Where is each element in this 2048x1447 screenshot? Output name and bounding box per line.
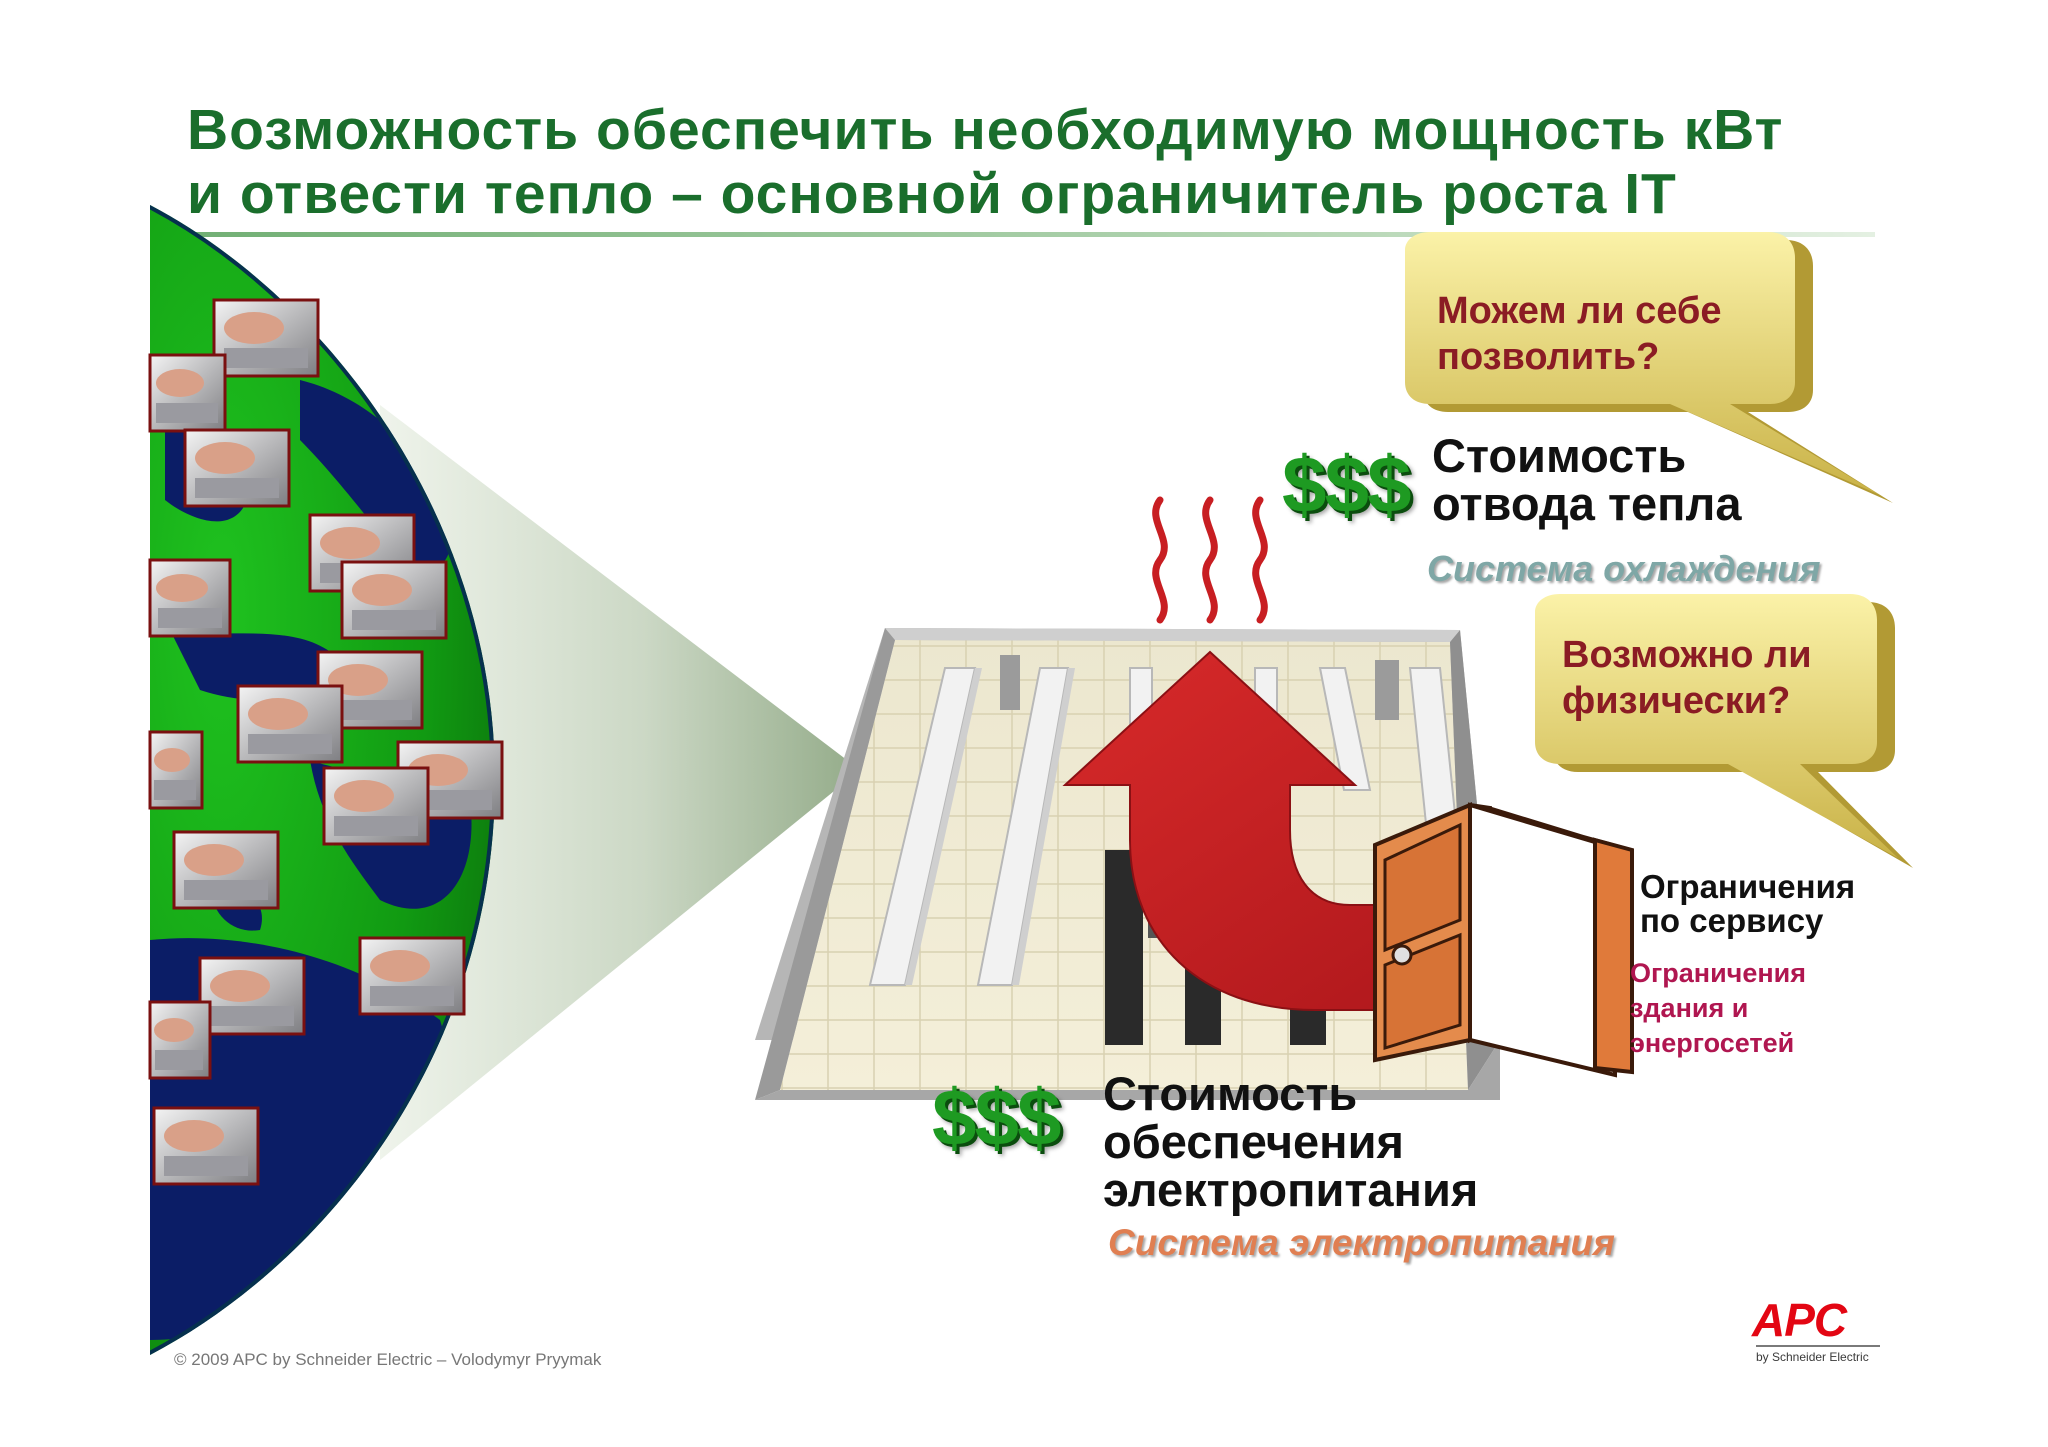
speech-bubble-cost bbox=[1405, 232, 1893, 503]
heat-waves-icon bbox=[1152, 496, 1268, 624]
power-heading-line-3: электропитания bbox=[1103, 1163, 1479, 1216]
server-racks-white bbox=[868, 655, 1472, 986]
service-heading-line-2: по сервису bbox=[1640, 902, 1824, 939]
power-dollar-sign: $$$ bbox=[932, 1073, 1061, 1162]
bubble-feasibility-text: Возможно ли физически? bbox=[1562, 632, 1812, 724]
power-system-subtitle: Система электропитания bbox=[1108, 1222, 1615, 1263]
service-note-line-1: Ограничения bbox=[1630, 958, 1807, 988]
slide-title: Возможность обеспечить необходимую мощно… bbox=[187, 98, 1907, 226]
title-line-2: и отвести тепло – основной ограничитель … bbox=[187, 162, 1677, 226]
cooling-dollar-sign: $$$ bbox=[1282, 440, 1411, 529]
power-cost-heading: Стоимость обеспечения электропитания bbox=[1103, 1070, 1478, 1214]
apc-logo: APC bbox=[1752, 1294, 1847, 1346]
building-grid-limits-note: Ограничения здания и энергосетей bbox=[1630, 956, 1806, 1061]
cooling-cost-heading: Стоимость отвода тепла bbox=[1432, 432, 1742, 528]
copyright-footer: © 2009 APC by Schneider Electric – Volod… bbox=[174, 1350, 602, 1369]
service-heading-line-1: Ограничения bbox=[1640, 868, 1856, 905]
projection-beam bbox=[380, 405, 860, 1160]
service-note-line-3: энергосетей bbox=[1630, 1028, 1795, 1058]
cooling-heading-line-1: Стоимость bbox=[1432, 429, 1687, 482]
open-door-icon bbox=[1373, 801, 1634, 1078]
cooling-heading-line-2: отвода тепла bbox=[1432, 477, 1742, 530]
bubble-cost-line-1: Можем ли себе bbox=[1437, 290, 1722, 332]
title-line-1: Возможность обеспечить необходимую мощно… bbox=[187, 98, 1784, 162]
keyboard-typing-photos bbox=[148, 298, 504, 1186]
speech-bubble-feasibility bbox=[1535, 594, 1913, 868]
bubble-cost-text: Можем ли себе позволить? bbox=[1437, 288, 1722, 380]
service-limits-heading: Ограничения по сервису bbox=[1640, 870, 1855, 938]
service-note-line-2: здания и bbox=[1630, 993, 1749, 1023]
schneider-electric-logo: by Schneider Electric bbox=[1756, 1350, 1869, 1364]
title-divider bbox=[150, 232, 1875, 237]
power-heading-line-2: обеспечения bbox=[1103, 1115, 1404, 1168]
bubble-feasibility-line-1: Возможно ли bbox=[1562, 634, 1812, 676]
bubble-feasibility-line-2: физически? bbox=[1562, 680, 1791, 722]
power-heading-line-1: Стоимость bbox=[1103, 1067, 1358, 1120]
bubble-cost-line-2: позволить? bbox=[1437, 336, 1660, 378]
logo-divider bbox=[1756, 1345, 1880, 1347]
cooling-system-subtitle: Система охлаждения bbox=[1427, 548, 1821, 589]
